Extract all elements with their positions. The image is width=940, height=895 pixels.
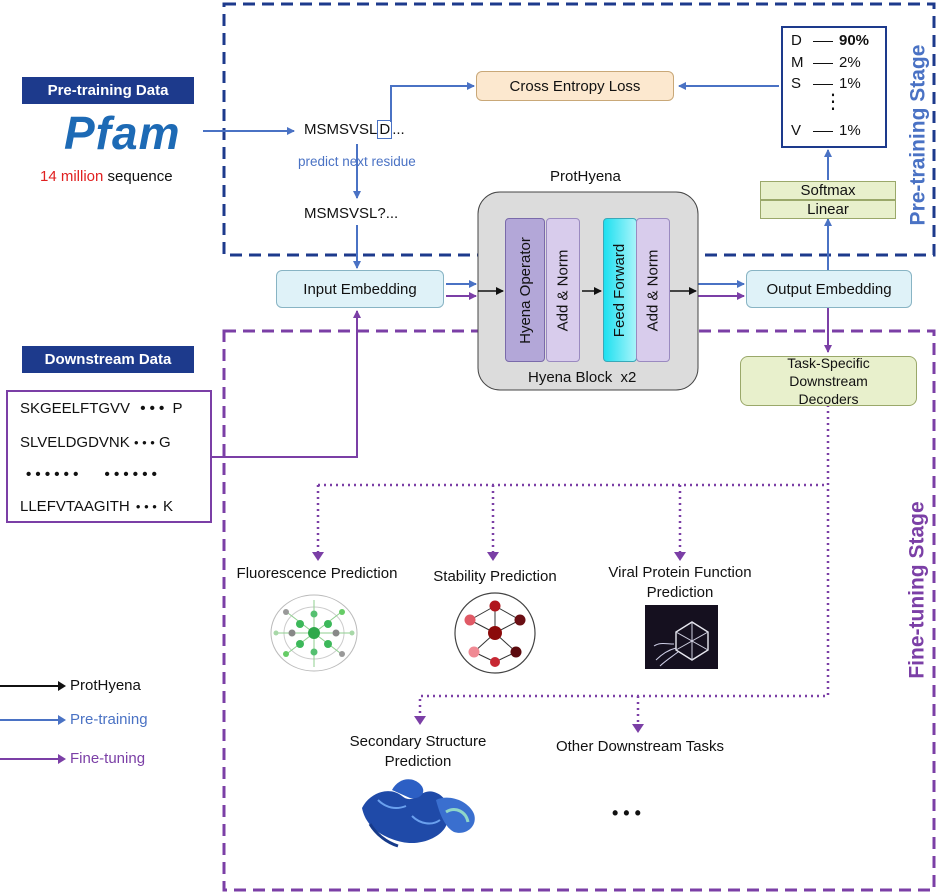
prob-ellipsis: ⋮ — [823, 91, 843, 113]
downstream-decoders-box: Task-Specific Downstream Decoders — [740, 355, 917, 407]
cross-entropy-loss-box: Cross Entropy Loss — [476, 71, 674, 101]
protein-structure-icon — [362, 779, 475, 848]
viral-protein-function-label: Viral Protein Function Prediction — [608, 564, 752, 601]
masked-sequence: MSMSVSL?... — [304, 205, 399, 222]
downstream-row: SLVELDGDVNK • • • G — [20, 434, 200, 451]
linear-box: Linear — [760, 200, 896, 219]
hyena-block-label: Hyena Block x2 — [528, 369, 637, 386]
finetuning-stage-frame — [222, 329, 936, 892]
downstream-dots: • • • — [133, 435, 155, 450]
add-norm-box-1: Add & Norm — [546, 218, 580, 362]
other-tasks-ellipsis: • • • — [612, 803, 641, 823]
legend-arrowhead-pretraining — [58, 715, 66, 725]
legend-label-finetuning: Fine-tuning — [70, 750, 146, 767]
downstream-sequences-box: SKGEELFTGVV • • • P SLVELDGDVNK • • • G … — [6, 390, 212, 523]
add-norm-label: Add & Norm — [644, 249, 662, 331]
full-sequence-prefix: MSMSVSL — [304, 121, 378, 138]
predict-next-residue-label: predict next residue — [298, 154, 416, 169]
task-distribution-lines — [316, 405, 830, 726]
downstream-row: • • • • • • • • • • • • — [26, 466, 206, 483]
legend-line-pretraining — [0, 719, 60, 721]
task-arrowheads — [312, 552, 686, 733]
downstream-end: G — [159, 434, 171, 451]
legend-arrowhead-prothyena — [58, 681, 66, 691]
stability-prediction-label: Stability Prediction — [433, 568, 557, 585]
downstream-dots: • • • • • • — [104, 466, 157, 483]
arrow-seq-to-loss — [390, 82, 475, 122]
prob-residue: S — [791, 75, 802, 92]
fluorescence-network-icon — [270, 594, 358, 672]
legend-arrowhead-finetuning — [58, 754, 66, 764]
legend-label-pretraining: Pre-training — [70, 711, 148, 728]
full-sequence-suffix: ... — [392, 121, 405, 138]
finetuning-stage-label: Fine-tuning Stage — [898, 470, 938, 710]
finetuning-stage-text: Fine-tuning Stage — [906, 501, 930, 679]
target-residue-box: D — [377, 120, 393, 139]
other-downstream-tasks-label: Other Downstream Tasks — [555, 738, 725, 755]
downstream-seq: • • • • • • — [26, 466, 79, 483]
stability-graph-icon — [454, 592, 536, 674]
pretraining-stage-label: Pre-training Stage — [898, 20, 938, 250]
prob-row-m: M 2% — [791, 54, 861, 71]
downstream-seq: SLVELDGDVNK — [20, 434, 130, 451]
input-embedding-box: Input Embedding — [276, 270, 444, 308]
prob-value: 1% — [839, 75, 861, 92]
downstream-seq: LLEFVTAAGITH — [20, 498, 130, 515]
downstream-dots: • • • — [135, 499, 157, 514]
prob-value: 90% — [839, 32, 870, 49]
downstream-data-tag: Downstream Data — [22, 346, 194, 373]
legend-line-prothyena — [0, 685, 60, 687]
prob-residue: D — [791, 32, 802, 49]
pfam-logo: Pfam — [64, 107, 181, 159]
arrow-downstream-to-input — [212, 310, 361, 458]
downstream-dots: • • • — [140, 400, 165, 417]
prob-row-v: V 1% — [791, 122, 861, 139]
downstream-end: P — [172, 400, 183, 417]
legend-line-finetuning — [0, 758, 60, 760]
add-norm-box-2: Add & Norm — [636, 218, 670, 362]
secondary-structure-label: Secondary Structure Prediction — [349, 733, 487, 770]
pretraining-stage-text: Pre-training Stage — [906, 44, 929, 226]
prothyena-title: ProtHyena — [550, 168, 621, 185]
legend-label-prothyena: ProtHyena — [70, 677, 141, 694]
hyena-operator-box: Hyena Operator — [505, 218, 545, 362]
legend: ProtHyena Pre-training Fine-tuning — [0, 670, 210, 780]
softmax-box: Softmax — [760, 181, 896, 200]
pretraining-data-tag: Pre-training Data — [22, 77, 194, 104]
prob-residue: M — [791, 54, 804, 71]
add-norm-label: Add & Norm — [554, 249, 572, 331]
feed-forward-box: Feed Forward — [603, 218, 637, 362]
output-embedding-box: Output Embedding — [746, 270, 912, 308]
fluorescence-prediction-label: Fluorescence Prediction — [236, 565, 398, 582]
pretraining-count: 14 million sequence — [40, 168, 173, 185]
hyena-operator-label: Hyena Operator — [516, 236, 534, 344]
pretraining-count-number: 14 million — [40, 168, 104, 185]
pretraining-count-unit: sequence — [103, 168, 173, 185]
downstream-end: K — [162, 498, 173, 515]
virus-icon — [645, 605, 718, 669]
prob-row-d: D 90% — [791, 32, 869, 49]
downstream-row: SKGEELFTGVV • • • P — [20, 400, 200, 417]
prob-value: 1% — [839, 122, 861, 139]
downstream-row: LLEFVTAAGITH • • • K — [20, 498, 210, 515]
feed-forward-label: Feed Forward — [611, 243, 629, 337]
prob-row-s: S 1% — [791, 75, 861, 92]
output-probabilities-panel: D 90% M 2% S 1% ⋮ V 1% — [781, 26, 887, 148]
prob-residue: V — [791, 122, 802, 139]
downstream-seq: SKGEELFTGVV — [20, 400, 131, 417]
prob-value: 2% — [839, 54, 861, 71]
